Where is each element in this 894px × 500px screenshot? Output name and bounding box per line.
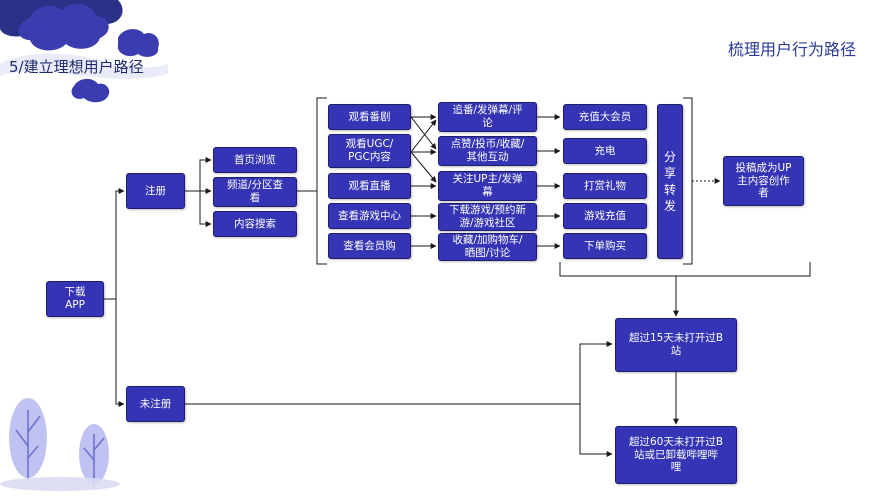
node-charge: 充电: [563, 138, 647, 164]
node-content-search: 内容搜索: [213, 211, 297, 237]
node-become-up-creator: 投稿成为UP 主内容创作 者: [723, 156, 804, 206]
node-not-opened-15-days: 超过15天未打开过B 站: [615, 318, 737, 372]
edge-ugc-danmaku: [410, 119, 437, 153]
edge-drama-like: [410, 116, 437, 150]
node-follow-up-danmaku: 关注UP主/发弹 幕: [438, 171, 537, 201]
bracket-bottom: [559, 262, 811, 277]
node-place-order: 下单购买: [563, 233, 647, 259]
bracket-left: [316, 97, 327, 265]
node-recharge-vip: 充值大会员: [563, 104, 647, 130]
node-tip-gift: 打赏礼物: [563, 173, 647, 199]
edge-unregistered-15days: [579, 341, 613, 404]
edge-download-unregistered: [115, 299, 125, 407]
node-download-game: 下载游戏/预约新 游/游戏社区: [438, 203, 537, 231]
node-watch-drama: 观看番剧: [328, 104, 411, 130]
node-watch-ugc-pgc: 观看UGC/ PGC内容: [328, 134, 411, 168]
node-member-shop: 查看会员购: [328, 233, 411, 259]
node-home-browse: 首页浏览: [213, 147, 297, 173]
node-watch-live: 观看直播: [328, 173, 411, 199]
edge-ugc-follow: [410, 151, 437, 183]
node-channel-view: 频道/分区查 看: [213, 177, 297, 207]
node-share-forward: 分享转发: [657, 104, 683, 259]
bracket-right: [683, 97, 693, 265]
node-like-coin-favorite: 点赞/投币/收藏/ 其他互动: [438, 136, 537, 166]
node-follow-danmaku-comment: 追番/发弹幕/评 论: [438, 102, 537, 132]
node-game-recharge: 游戏充值: [563, 203, 647, 229]
node-register: 注册: [126, 173, 185, 209]
edge-register-home: [185, 157, 212, 192]
edge-register-search: [199, 191, 212, 227]
edge-unregistered-60days: [579, 404, 613, 457]
section-title: 5/建立理想用户路径: [9, 58, 144, 76]
node-unregistered: 未注册: [126, 386, 185, 422]
node-favorite-cart: 收藏/加购物车/ 晒图/讨论: [438, 233, 537, 261]
page-title: 梳理用户行为路径: [727, 40, 856, 59]
node-game-center: 查看游戏中心: [328, 203, 411, 229]
node-download-app: 下载 APP: [46, 281, 104, 317]
node-not-opened-60-days: 超过60天未打开过B 站或已卸载哔哩哔 哩: [615, 426, 737, 484]
